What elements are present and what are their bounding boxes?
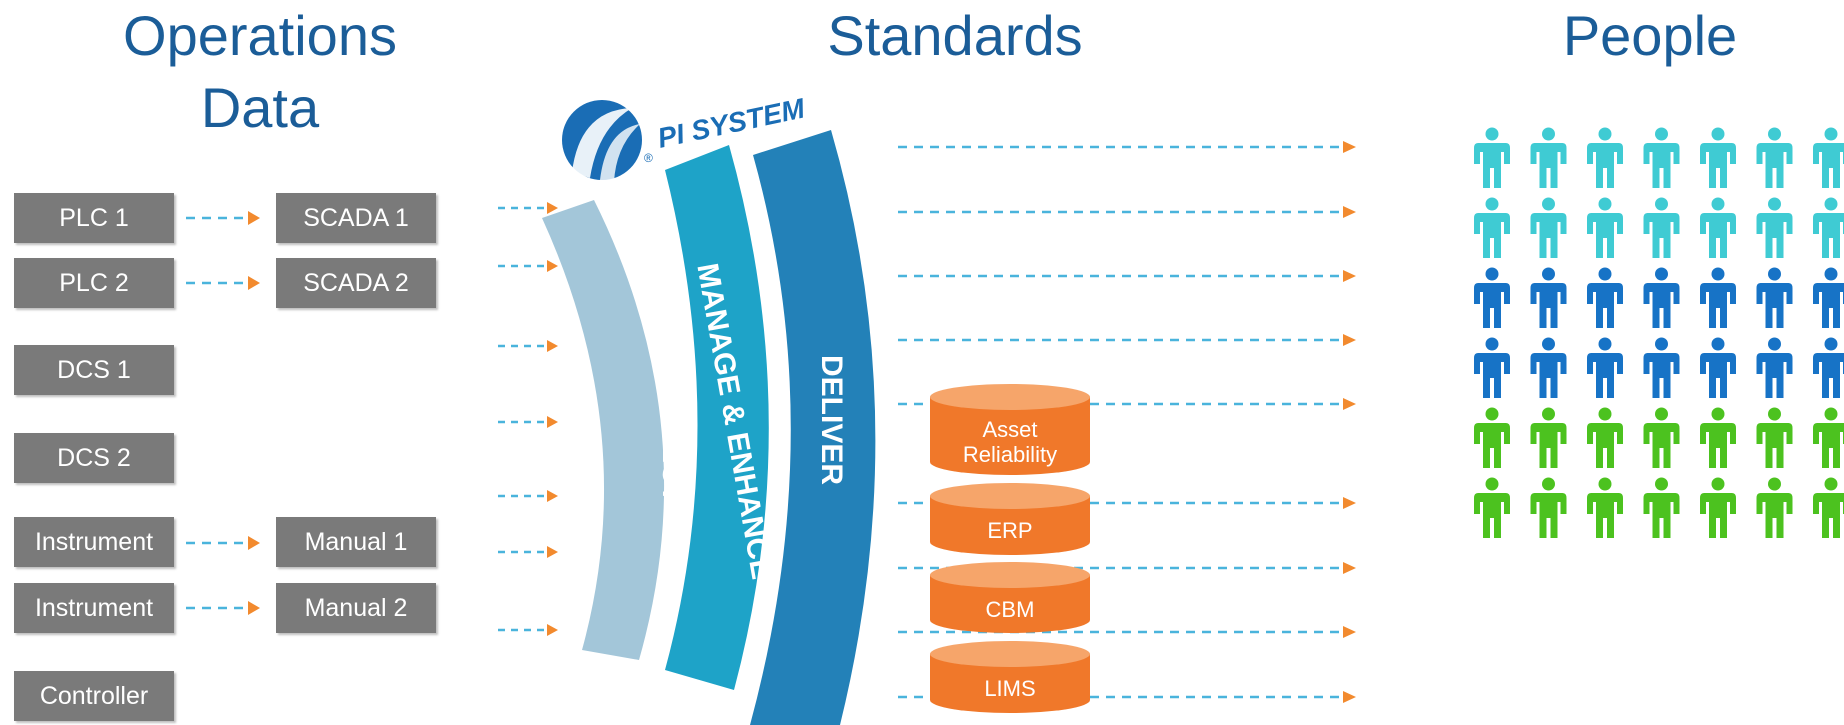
person-icon (1756, 477, 1793, 538)
lims-cylinder: LIMS (930, 641, 1090, 713)
person-icon (1587, 337, 1623, 398)
person-icon (1813, 127, 1844, 188)
person-icon (1643, 127, 1680, 188)
collect-band (542, 200, 665, 660)
scada2-box: SCADA 2 (276, 258, 436, 308)
plc1-arrowhead (248, 211, 260, 225)
person-icon (1813, 197, 1844, 258)
person-icon (1474, 407, 1510, 468)
deliver-band (750, 130, 876, 725)
manage-enhance-band (665, 145, 769, 690)
source-arrows (186, 216, 244, 610)
person-icon (1474, 337, 1510, 398)
person-icon (1587, 267, 1623, 328)
people-heading: People (1562, 4, 1738, 67)
cbm-label: CBM (986, 597, 1035, 622)
person-icon (1587, 127, 1623, 188)
deliver-label: DELIVER (815, 355, 848, 485)
person-icon (1530, 477, 1567, 538)
person-icon (1813, 337, 1844, 398)
person-icon (1756, 127, 1793, 188)
person-icon (1643, 337, 1680, 398)
controller-box: Controller (14, 671, 174, 721)
asset-label-line1: Asset (982, 417, 1037, 442)
output-arrows (898, 145, 1340, 699)
person-icon (1700, 197, 1736, 258)
scada1-box: SCADA 1 (276, 193, 436, 243)
lims-label: LIMS (984, 676, 1035, 701)
erp-label: ERP (987, 518, 1032, 543)
operations-heading-line2: Data (200, 76, 320, 139)
person-icon (1643, 197, 1680, 258)
manual2-box: Manual 2 (276, 583, 436, 633)
person-icon (1700, 407, 1736, 468)
person-icon (1756, 407, 1793, 468)
instrument2-arrowhead (248, 601, 260, 615)
person-icon (1643, 267, 1680, 328)
pi-system-logo-text: PI SYSTEM (655, 92, 808, 154)
person-icon (1700, 267, 1736, 328)
input-arrows (498, 206, 544, 632)
source-arrowheads (248, 211, 260, 615)
asset-label-line2: Reliability (963, 442, 1057, 467)
dcs2-box: DCS 2 (14, 433, 174, 483)
person-icon (1530, 267, 1567, 328)
plc2-arrowhead (248, 276, 260, 290)
person-icon (1813, 477, 1844, 538)
cbm-cylinder: CBM (930, 562, 1090, 633)
person-icon (1756, 337, 1793, 398)
registered-mark: ® (644, 151, 653, 165)
standards-heading: Standards (827, 4, 1083, 67)
person-icon (1530, 407, 1567, 468)
plc1-box: PLC 1 (14, 193, 174, 243)
person-icon (1474, 267, 1510, 328)
person-icon (1700, 337, 1736, 398)
person-icon (1474, 477, 1510, 538)
person-icon (1587, 407, 1623, 468)
output-arrowheads (1343, 141, 1356, 703)
person-icon (1813, 407, 1844, 468)
asset-reliability-cylinder: Asset Reliability (930, 384, 1090, 475)
person-icon (1530, 127, 1567, 188)
person-icon (1756, 197, 1793, 258)
person-icon (1530, 337, 1567, 398)
dcs1-box: DCS 1 (14, 345, 174, 395)
erp-cylinder: ERP (930, 483, 1090, 555)
instrument1-arrowhead (248, 536, 260, 550)
person-icon (1530, 197, 1567, 258)
person-icon (1813, 267, 1844, 328)
person-icon (1700, 127, 1736, 188)
operations-data-heading: Operations Data (100, 0, 420, 144)
people-grid (1474, 127, 1844, 538)
person-icon (1643, 477, 1680, 538)
input-arrowheads (547, 202, 558, 636)
collect-label: COLLECT (656, 361, 689, 503)
instrument2-box: Instrument (14, 583, 174, 633)
operations-heading-line1: Operations (123, 4, 397, 67)
person-icon (1587, 477, 1623, 538)
instrument1-box: Instrument (14, 517, 174, 567)
plc2-box: PLC 2 (14, 258, 174, 308)
person-icon (1643, 407, 1680, 468)
person-icon (1587, 197, 1623, 258)
person-icon (1756, 267, 1793, 328)
person-icon (1700, 477, 1736, 538)
person-icon (1474, 197, 1510, 258)
person-icon (1474, 127, 1510, 188)
manual1-box: Manual 1 (276, 517, 436, 567)
